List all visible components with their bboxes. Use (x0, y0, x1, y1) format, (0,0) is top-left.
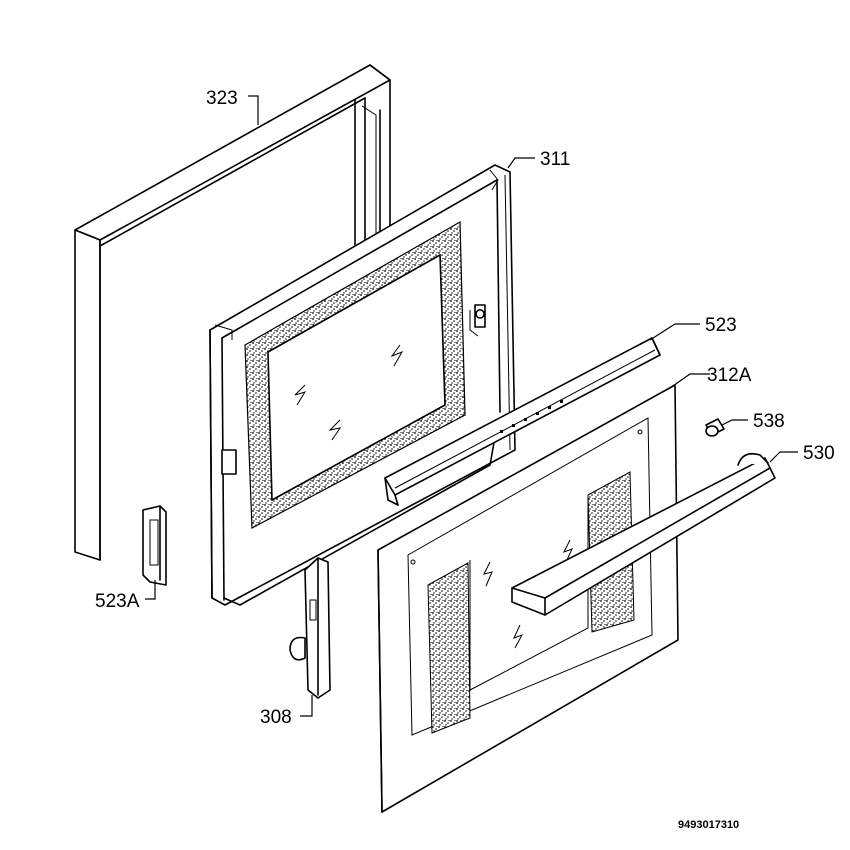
glass-reflection-icon-2 (483, 539, 573, 649)
part-311-inner-door-panel (209, 164, 516, 606)
callout-523: 523 (705, 315, 737, 336)
callout-323: 323 (206, 88, 238, 109)
callout-312a: 312A (707, 365, 752, 386)
latch-clip-icon (474, 304, 486, 328)
part-308-hinge (289, 557, 331, 699)
callout-523a: 523A (95, 591, 140, 612)
part-538-end-cap (705, 418, 725, 437)
callout-311: 311 (540, 149, 570, 170)
callout-538: 538 (753, 411, 785, 432)
callout-308: 308 (260, 707, 292, 728)
drawing-number: 9493017310 (678, 819, 739, 831)
part-523-trim-strip (384, 337, 661, 506)
leader-lines (145, 95, 798, 717)
glass-reflection-icon (294, 344, 404, 441)
glass-pane (267, 254, 446, 501)
part-530-handle (511, 452, 776, 616)
part-523a-bracket (142, 505, 167, 586)
glass-panel-left (427, 562, 471, 734)
hinge-clip-icon (221, 449, 237, 475)
part-323-door-frame (74, 64, 391, 561)
callout-530: 530 (803, 443, 835, 464)
